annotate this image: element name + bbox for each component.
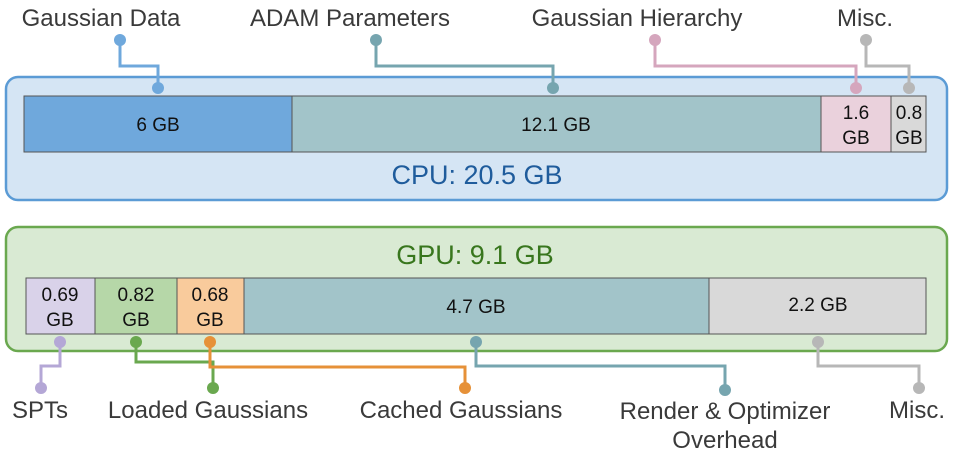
gpu-title: GPU: 9.1 GB xyxy=(396,240,554,270)
label-cpu-misc: Misc. xyxy=(837,5,893,32)
gpu-seg-spts xyxy=(25,277,96,335)
label-spts: SPTs xyxy=(12,397,68,424)
dot-cached-bottom xyxy=(459,382,471,394)
gpu-seg-render xyxy=(243,277,710,335)
dot-loaded-top xyxy=(130,336,142,348)
label-loaded-gaussians: Loaded Gaussians xyxy=(108,397,308,424)
dot-gpu-misc-bottom xyxy=(913,382,925,394)
connector-gpu-misc xyxy=(816,342,921,388)
cpu-seg-adam-value: 12.1 GB xyxy=(521,115,591,136)
dot-adam-bottom xyxy=(547,82,559,94)
dot-cpu-misc-bottom xyxy=(903,82,915,94)
dot-render-bottom xyxy=(719,384,731,396)
cpu-seg-hierarchy xyxy=(820,95,892,153)
connector-cpu-misc xyxy=(864,40,911,88)
gpu-seg-cached-value-line2: GB xyxy=(196,310,223,331)
cpu-seg-misc-value-line1: 0.8 xyxy=(896,103,922,124)
dot-cached-top xyxy=(204,336,216,348)
connector-render xyxy=(474,342,727,390)
label-render-overhead-line2: Overhead xyxy=(672,427,777,454)
gpu-seg-cached xyxy=(176,277,245,335)
cpu-seg-misc xyxy=(890,95,927,153)
connector-hierarchy xyxy=(653,40,858,88)
gpu-seg-loaded xyxy=(94,277,178,335)
connector-adam xyxy=(374,40,555,88)
dot-gaussian-data-bottom xyxy=(152,82,164,94)
dot-gpu-misc-top xyxy=(812,336,824,348)
connector-spts xyxy=(39,342,62,388)
label-cached-gaussians: Cached Gaussians xyxy=(360,397,563,424)
cpu-seg-gaussian-data xyxy=(23,95,293,153)
cpu-seg-hierarchy-value-line2: GB xyxy=(842,128,869,149)
cpu-seg-misc-value-line2: GB xyxy=(895,128,922,149)
dot-adam-top xyxy=(370,34,382,46)
gpu-seg-loaded-value-line1: 0.82 xyxy=(118,285,155,306)
gpu-seg-spts-value-line1: 0.69 xyxy=(42,285,79,306)
dot-spts-top xyxy=(54,336,66,348)
connector-loaded xyxy=(134,342,215,388)
label-adam-parameters: ADAM Parameters xyxy=(250,5,450,32)
cpu-seg-gaussian-data-value: 6 GB xyxy=(136,115,179,136)
cpu-seg-hierarchy-value-line1: 1.6 xyxy=(843,103,869,124)
dot-render-top xyxy=(470,336,482,348)
gpu-seg-render-value: 4.7 GB xyxy=(446,297,505,318)
dot-cpu-misc-top xyxy=(860,34,872,46)
dot-hierarchy-bottom xyxy=(850,82,862,94)
label-gpu-misc: Misc. xyxy=(889,397,945,424)
gpu-seg-loaded-value-line2: GB xyxy=(122,310,149,331)
dot-gaussian-data-top xyxy=(114,34,126,46)
dot-hierarchy-top xyxy=(649,34,661,46)
cpu-title: CPU: 20.5 GB xyxy=(391,160,562,190)
dot-spts-bottom xyxy=(35,382,47,394)
label-gaussian-hierarchy: Gaussian Hierarchy xyxy=(532,5,743,32)
label-gaussian-data: Gaussian Data xyxy=(22,5,181,32)
gpu-seg-misc xyxy=(708,277,927,335)
gpu-seg-spts-value-line2: GB xyxy=(46,310,73,331)
label-render-overhead-line1: Render & Optimizer xyxy=(620,398,831,425)
connector-gaussian-data xyxy=(118,40,160,88)
cpu-seg-adam xyxy=(291,95,822,153)
gpu-seg-cached-value-line1: 0.68 xyxy=(192,285,229,306)
gpu-seg-misc-value: 2.2 GB xyxy=(788,295,847,316)
dot-loaded-bottom xyxy=(207,382,219,394)
connector-cached xyxy=(208,342,467,388)
